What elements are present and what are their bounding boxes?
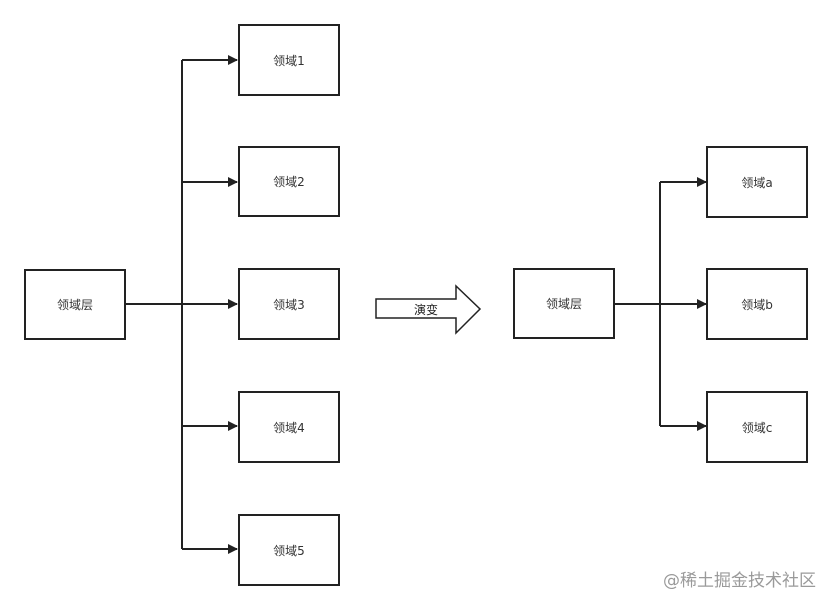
- left-child-label-2: 领域2: [273, 175, 305, 189]
- left-child-label-3: 领域3: [273, 297, 305, 312]
- right-child-box-a: 领域a: [706, 146, 808, 218]
- right-child-label-b: 领域b: [741, 297, 773, 312]
- transition-block-arrow: [375, 284, 482, 335]
- right-child-label-a: 领域a: [741, 175, 773, 190]
- right-child-box-c: 领域c: [706, 391, 808, 463]
- left-connectors: [125, 55, 238, 554]
- right-root-box: 领域层: [513, 268, 615, 339]
- right-root-label: 领域层: [545, 297, 582, 311]
- right-child-box-b: 领域b: [706, 268, 808, 340]
- left-child-label-4: 领域4: [273, 420, 305, 435]
- watermark-text: @稀土掘金技术社区: [663, 571, 816, 591]
- left-child-label-5: 领域5: [273, 543, 305, 558]
- transition-label: 演变: [414, 303, 439, 317]
- left-child-box-5: 领域5: [238, 514, 340, 586]
- left-child-box-2: 领域2: [238, 146, 340, 217]
- left-child-box-1: 领域1: [238, 24, 340, 96]
- left-root-label: 领域层: [56, 298, 93, 312]
- left-child-box-3: 领域3: [238, 268, 340, 340]
- right-connectors: [614, 177, 707, 431]
- right-child-label-c: 领域c: [741, 420, 773, 435]
- left-child-label-1: 领域1: [273, 53, 305, 68]
- left-child-box-4: 领域4: [238, 391, 340, 463]
- left-root-box: 领域层: [24, 269, 126, 340]
